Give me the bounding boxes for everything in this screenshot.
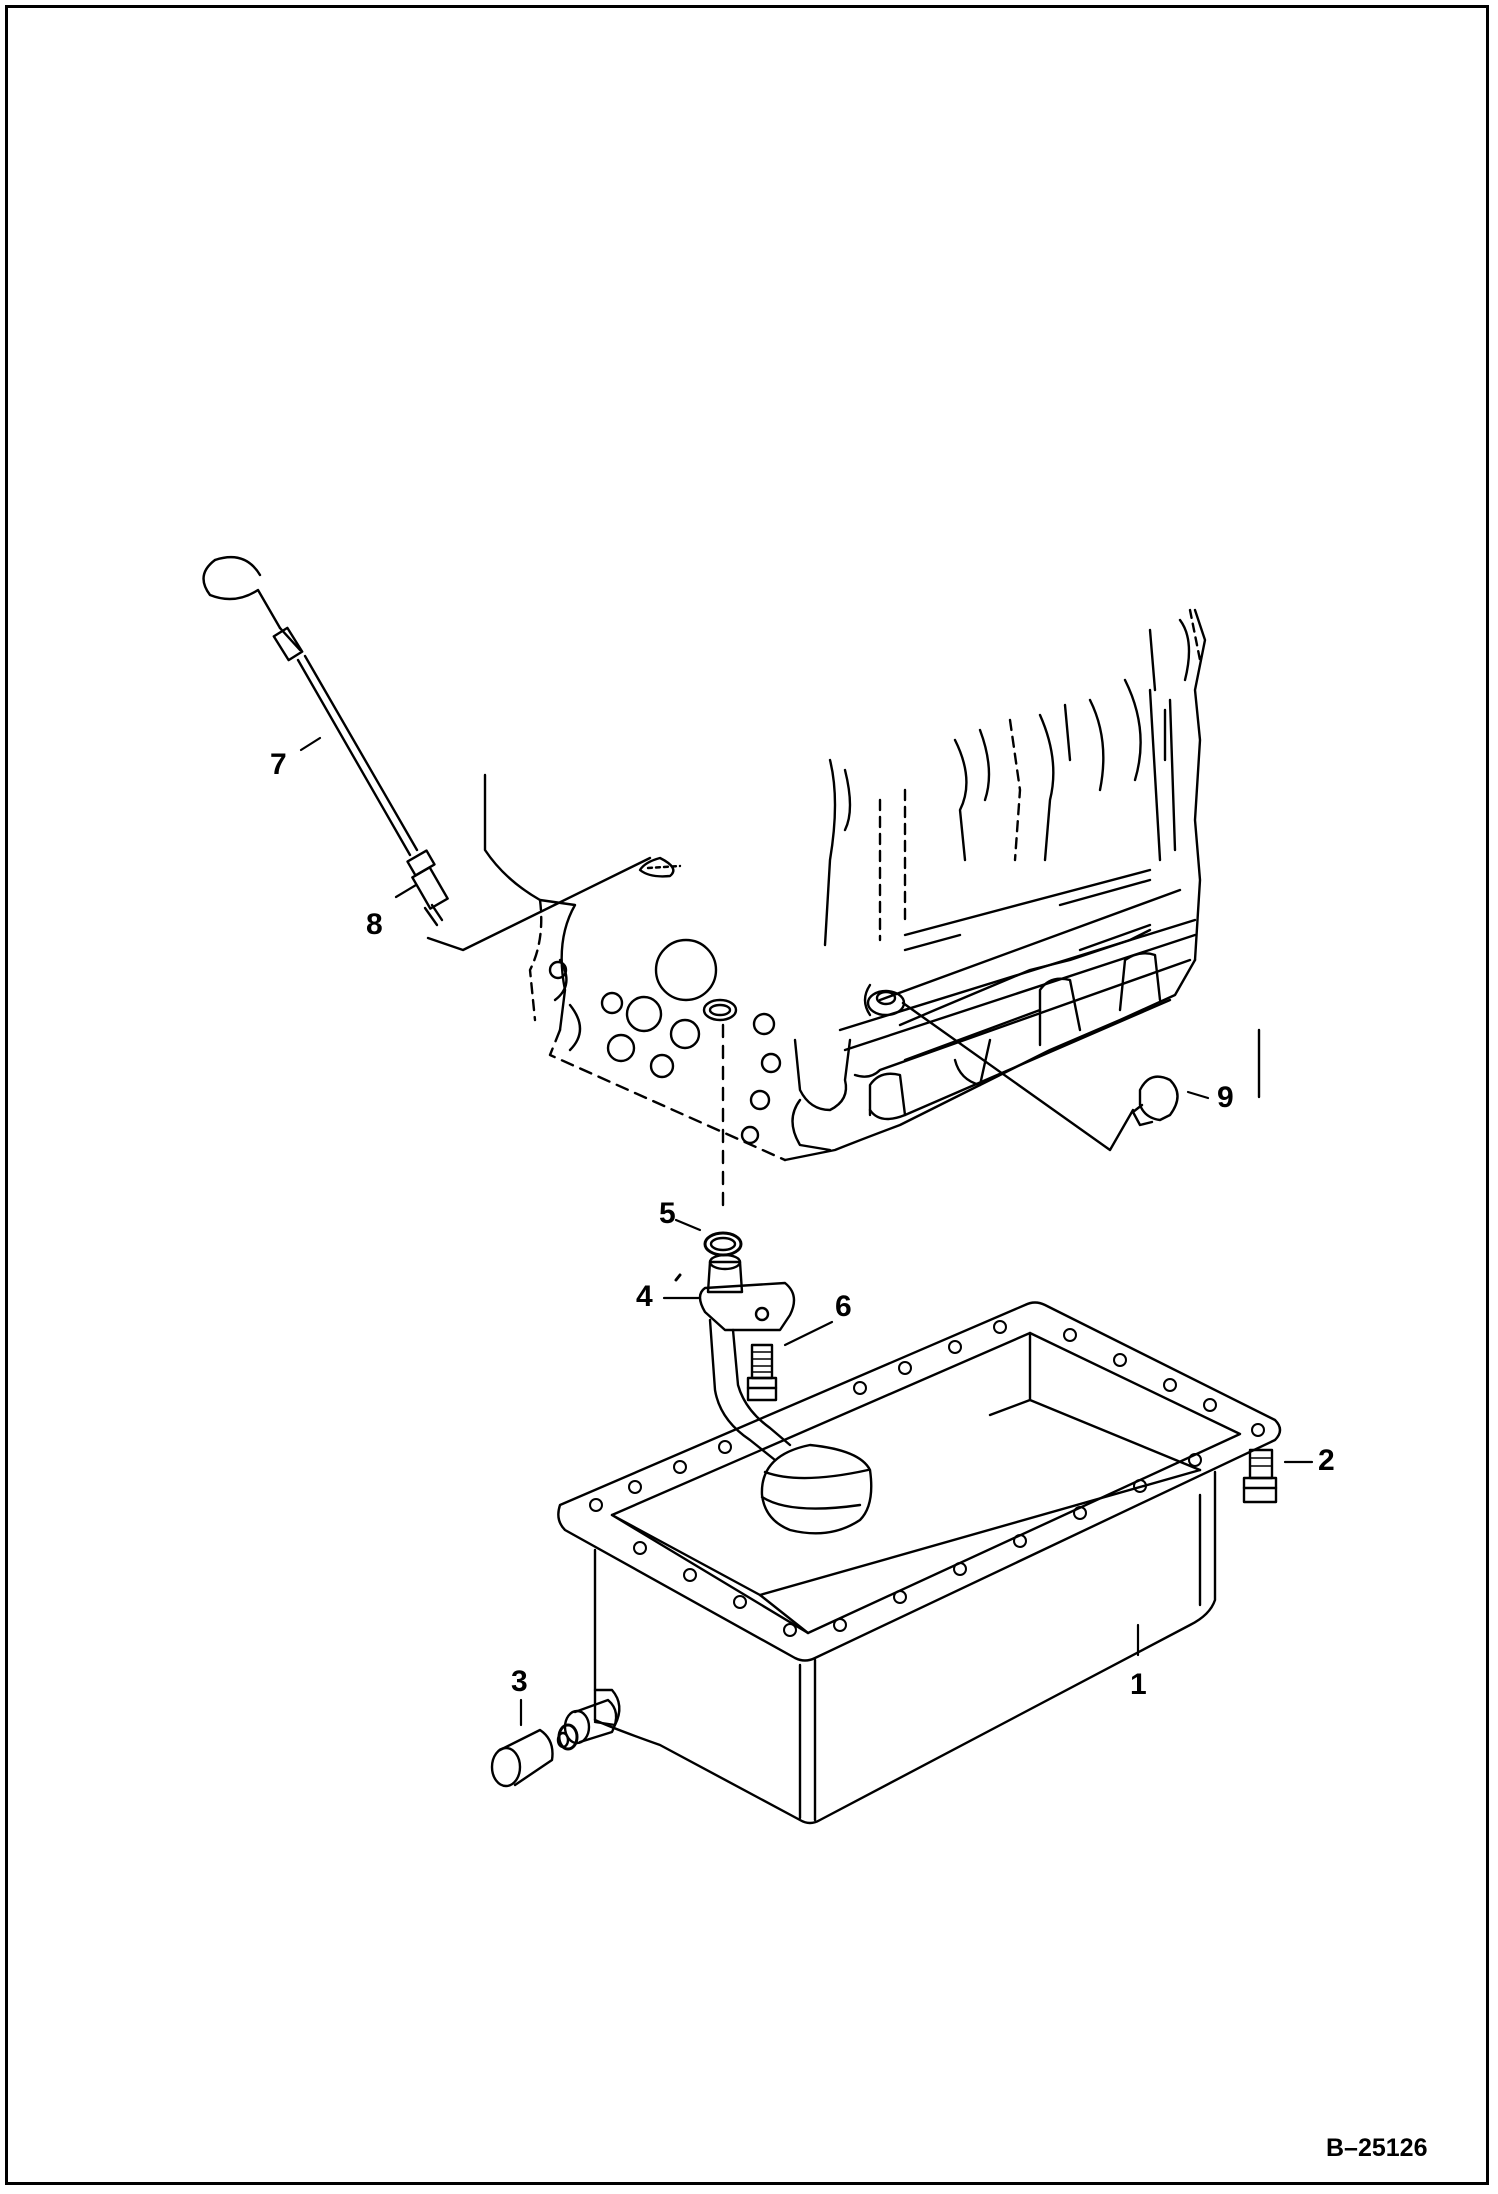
callout-6: 6	[835, 1290, 852, 1323]
document-id: B–25126	[1326, 2134, 1428, 2162]
side-plug-3	[490, 1688, 621, 1788]
bolt-6	[746, 1343, 778, 1402]
callout-leaders	[299, 736, 1314, 1727]
callout-3: 3	[511, 1665, 528, 1698]
o-ring-5	[703, 1231, 743, 1257]
dipstick-guide-tube	[406, 849, 449, 927]
engine-block	[483, 608, 1207, 1162]
oil-plug-9	[1131, 1075, 1179, 1127]
callout-2: 2	[1318, 1444, 1335, 1477]
callout-9: 9	[1217, 1081, 1234, 1114]
leader-lines	[426, 856, 1261, 1212]
drain-plug-2	[1242, 1448, 1278, 1504]
callout-7: 7	[270, 748, 287, 781]
callout-8: 8	[366, 908, 383, 941]
oil-strainer-4	[698, 1253, 873, 1535]
callout-1: 1	[1130, 1668, 1147, 1701]
callout-5: 5	[659, 1197, 676, 1230]
drawing-frame	[5, 5, 1489, 2185]
callout-4: 4	[636, 1280, 653, 1313]
dipstick	[202, 555, 419, 857]
oil-pan-1	[557, 1301, 1282, 1825]
